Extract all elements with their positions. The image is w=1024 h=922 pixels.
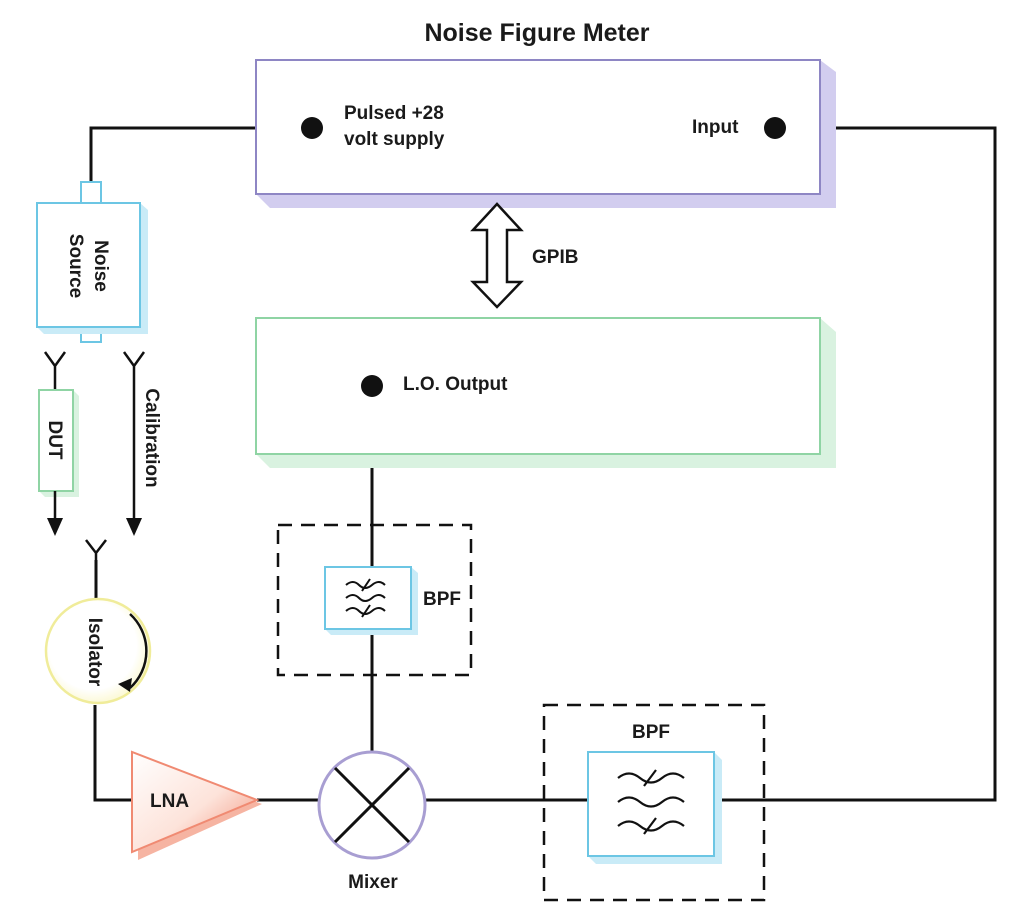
gpib-link: GPIB (470, 202, 578, 309)
isolator-circle (44, 597, 152, 705)
noise-source: Noise Source (36, 181, 148, 343)
connector-dut-icon (43, 351, 67, 390)
bpf-lo-dashed-enclosure (276, 523, 473, 677)
bpf-lo-label: BPF (423, 589, 461, 610)
mixer-label: Mixer (348, 872, 398, 893)
pulsed-supply-label-line2: volt supply (344, 129, 445, 150)
noise-source-label-line1: Noise (90, 240, 111, 292)
lna-label: LNA (150, 791, 189, 812)
connector-isolator-icon (85, 539, 107, 562)
lna-triangle (131, 750, 260, 854)
lo-output-label: L.O. Output (403, 374, 508, 395)
input-terminal (764, 117, 786, 139)
isolator: Isolator (44, 597, 152, 705)
noise-source-top-stub (80, 181, 102, 205)
gpib-label: GPIB (532, 247, 578, 268)
calibration-path: Calibration (126, 388, 162, 536)
calibration-arrow-head-icon (126, 518, 142, 536)
meter-box (255, 59, 821, 195)
isolator-arrow-head-icon (118, 678, 132, 692)
isolator-rotation-arrow-icon (129, 613, 148, 689)
bpf-if-box (587, 751, 715, 857)
bpf-if: BPF (542, 703, 766, 902)
calibration-label: Calibration (141, 388, 162, 487)
wire-lna-to-isolator (93, 705, 133, 802)
bpf-if-label: BPF (632, 722, 670, 743)
dut-shadow (39, 390, 79, 497)
dut-arrow-head-icon (47, 518, 63, 536)
pulsed-supply-terminal (301, 117, 323, 139)
mixer: Mixer (317, 750, 427, 893)
bpf-if-filter-icon (617, 769, 685, 835)
noise-source-label-line2: Source (65, 234, 86, 298)
lo-output-terminal (361, 375, 383, 397)
bpf-lo: BPF (276, 523, 473, 677)
bpf-lo-filter-icon (345, 578, 386, 618)
wire-supply-to-noise-source (89, 126, 312, 183)
connector-calibration-icon (122, 351, 146, 520)
lo-source: L.O. Output (255, 317, 836, 468)
connectors (43, 351, 146, 562)
input-label: Input (692, 117, 739, 138)
wire-input-to-if-bpf (714, 126, 997, 802)
noise-figure-meter: Pulsed +28 volt supply Input (255, 59, 836, 208)
noise-source-box (36, 202, 141, 328)
dut-label: DUT (44, 420, 65, 459)
dut: DUT (38, 389, 79, 536)
diagram-title: Noise Figure Meter (424, 19, 649, 47)
bpf-lo-box (324, 566, 412, 630)
lo-box (255, 317, 821, 455)
pulsed-supply-label-line1: Pulsed +28 (344, 103, 444, 124)
isolator-label: Isolator (84, 618, 105, 687)
gpib-double-arrow-icon (470, 202, 524, 309)
mixer-cross-line-2 (333, 766, 411, 844)
lna: LNA (131, 750, 262, 860)
